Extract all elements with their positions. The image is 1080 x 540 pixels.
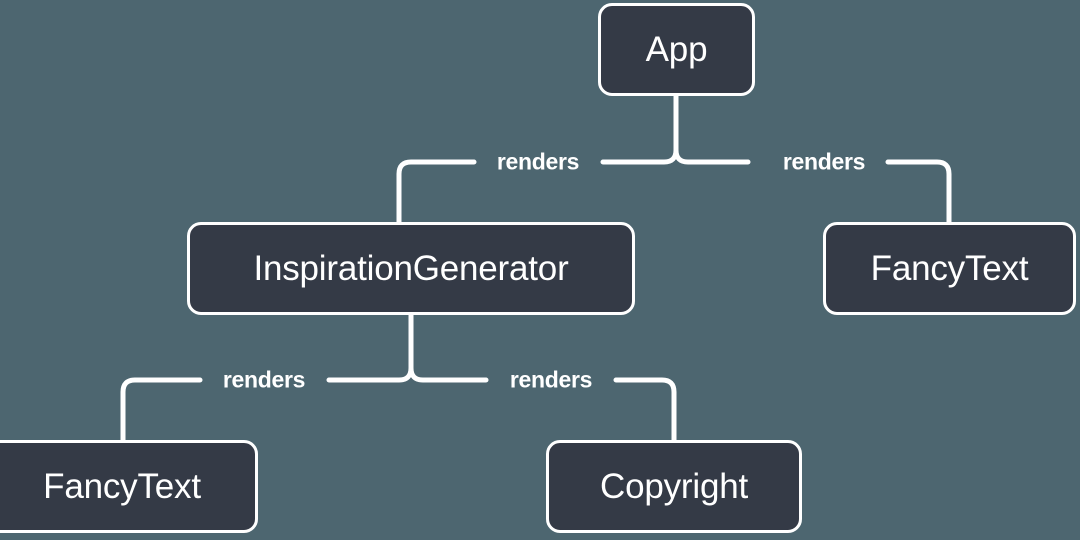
node-fancytext-bottom-label: FancyText [43,466,201,506]
edge-app-stem [600,93,679,165]
node-inspiration-generator[interactable]: InspirationGenerator [187,222,635,315]
edge-label-app-to-inspiration-generator: renders [496,148,580,175]
edge-inspiration-generator-stem-right [408,365,489,383]
node-fancytext-bottom[interactable]: FancyText [0,440,258,533]
edge-label-inspiration-generator-to-fancytext-bottom: renders [222,366,306,393]
node-fancytext-right-label: FancyText [870,248,1029,288]
edge-app-to-fancytext-right [885,159,952,225]
node-app[interactable]: App [598,3,755,96]
node-copyright-label: Copyright [600,466,748,506]
edge-label-app-to-fancytext-right: renders [782,148,866,175]
edge-inspiration-generator-to-copyright [613,377,677,443]
edge-app-stem-right [673,147,751,165]
edge-label-inspiration-generator-to-copyright: renders [509,366,593,393]
node-inspiration-generator-label: InspirationGenerator [253,248,569,288]
node-fancytext-right[interactable]: FancyText [823,222,1076,315]
edge-inspiration-generator-stem [326,312,414,383]
edge-app-to-inspiration-generator [396,159,477,225]
node-copyright[interactable]: Copyright [546,440,802,533]
node-app-label: App [645,29,708,69]
edge-inspiration-generator-to-fancytext-bottom [120,377,203,443]
